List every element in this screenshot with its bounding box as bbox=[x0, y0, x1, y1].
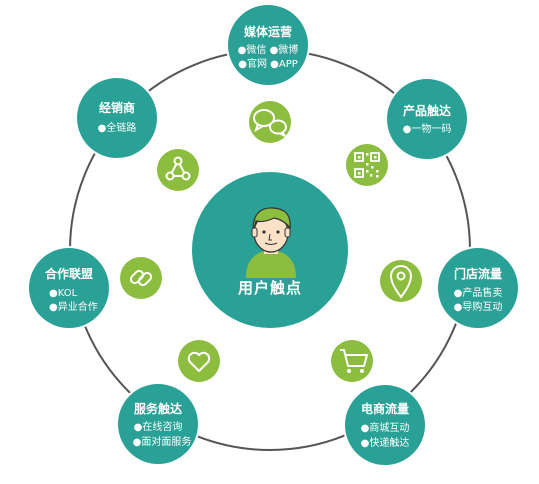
node-store-title: 门店流量 bbox=[454, 266, 502, 281]
node-service-title: 服务触达 bbox=[134, 401, 182, 416]
node-ecommerce-line-2: ●快递触达 bbox=[361, 436, 410, 449]
node-service: 服务触达 ●在线咨询 ●面对面服务 bbox=[116, 382, 200, 466]
node-media-title: 媒体运营 bbox=[244, 24, 292, 39]
qr-code-icon bbox=[346, 144, 388, 186]
node-product-line-1: ●一物一码 bbox=[403, 122, 452, 135]
node-store-line-2: ●导购互动 bbox=[454, 300, 503, 313]
chain-link-icon bbox=[120, 257, 162, 299]
heart-icon bbox=[178, 340, 220, 382]
user-avatar-icon bbox=[246, 207, 296, 278]
node-ecommerce: 电商流量 ●商城互动 ●快递触达 bbox=[343, 383, 427, 467]
node-ecommerce-title: 电商流量 bbox=[361, 401, 409, 416]
node-store: 门店流量 ●产品售卖 ●导购互动 bbox=[436, 246, 520, 330]
node-product-title: 产品触达 bbox=[403, 103, 451, 118]
node-media-line-2: ●官网 ●APP bbox=[238, 57, 298, 70]
node-product: 产品触达 ●一物一码 bbox=[385, 77, 469, 161]
center-label: 用户触点 bbox=[238, 279, 302, 297]
node-dealer: 经销商 ●全链路 bbox=[75, 76, 159, 160]
shopping-cart-icon bbox=[331, 340, 373, 382]
chat-bubbles-icon bbox=[249, 101, 291, 143]
node-alliance-line-1: ●KOL bbox=[49, 288, 78, 299]
node-service-line-2: ●面对面服务 bbox=[133, 435, 192, 448]
node-alliance: 合作联盟 ●KOL ●异业合作 bbox=[27, 246, 111, 330]
node-ecommerce-line-1: ●商城互动 bbox=[361, 421, 410, 434]
center-node: 用户触点 bbox=[192, 172, 348, 328]
node-media: 媒体运营 ●微信 ●微博 ●官网 ●APP bbox=[226, 3, 310, 87]
node-service-line-1: ●在线咨询 bbox=[134, 420, 183, 433]
node-store-line-1: ●产品售卖 bbox=[454, 286, 503, 299]
share-network-icon bbox=[157, 149, 199, 191]
node-dealer-line-1: ●全链路 bbox=[98, 121, 137, 134]
node-dealer-title: 经销商 bbox=[99, 100, 135, 115]
node-alliance-line-2: ●异业合作 bbox=[49, 300, 98, 313]
node-media-line-1: ●微信 ●微博 bbox=[238, 43, 299, 56]
location-pin-icon bbox=[380, 260, 422, 302]
node-alliance-title: 合作联盟 bbox=[45, 266, 93, 281]
